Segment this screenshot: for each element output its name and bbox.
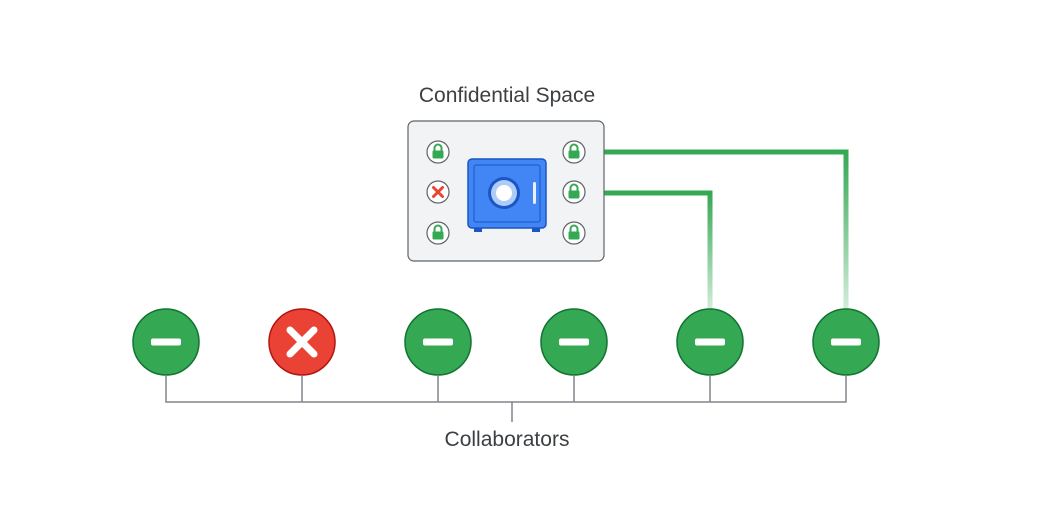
collaborators-label: Collaborators — [444, 428, 570, 451]
lock-icon — [432, 224, 444, 240]
port-right-bottom — [562, 221, 586, 245]
connection-collaborator-6 — [588, 149, 849, 312]
close-icon — [432, 186, 444, 198]
collaborator-3 — [404, 308, 472, 376]
connection-collaborator-5 — [588, 190, 713, 312]
lock-icon — [568, 224, 580, 240]
port-right-top — [562, 140, 586, 164]
collaborator-6 — [812, 308, 880, 376]
minus-icon — [559, 338, 589, 346]
minus-icon — [151, 338, 181, 346]
minus-icon — [695, 338, 725, 346]
confidential-space-title: Confidential Space — [418, 84, 596, 107]
close-icon — [286, 326, 318, 358]
collaborator-4 — [540, 308, 608, 376]
collaborators-bracket — [165, 376, 847, 422]
port-left-bottom — [426, 221, 450, 245]
minus-icon — [423, 338, 453, 346]
safe-icon — [467, 158, 547, 232]
collaborator-5 — [676, 308, 744, 376]
port-right-middle — [562, 180, 586, 204]
ports — [426, 140, 586, 245]
collaborator-nodes — [132, 308, 880, 376]
lock-icon — [568, 143, 580, 159]
lock-icon — [432, 143, 444, 159]
lock-icon — [568, 183, 580, 199]
port-left-middle — [426, 180, 450, 204]
minus-icon — [831, 338, 861, 346]
collaborator-2 — [268, 308, 336, 376]
port-left-top — [426, 140, 450, 164]
collaborator-1 — [132, 308, 200, 376]
